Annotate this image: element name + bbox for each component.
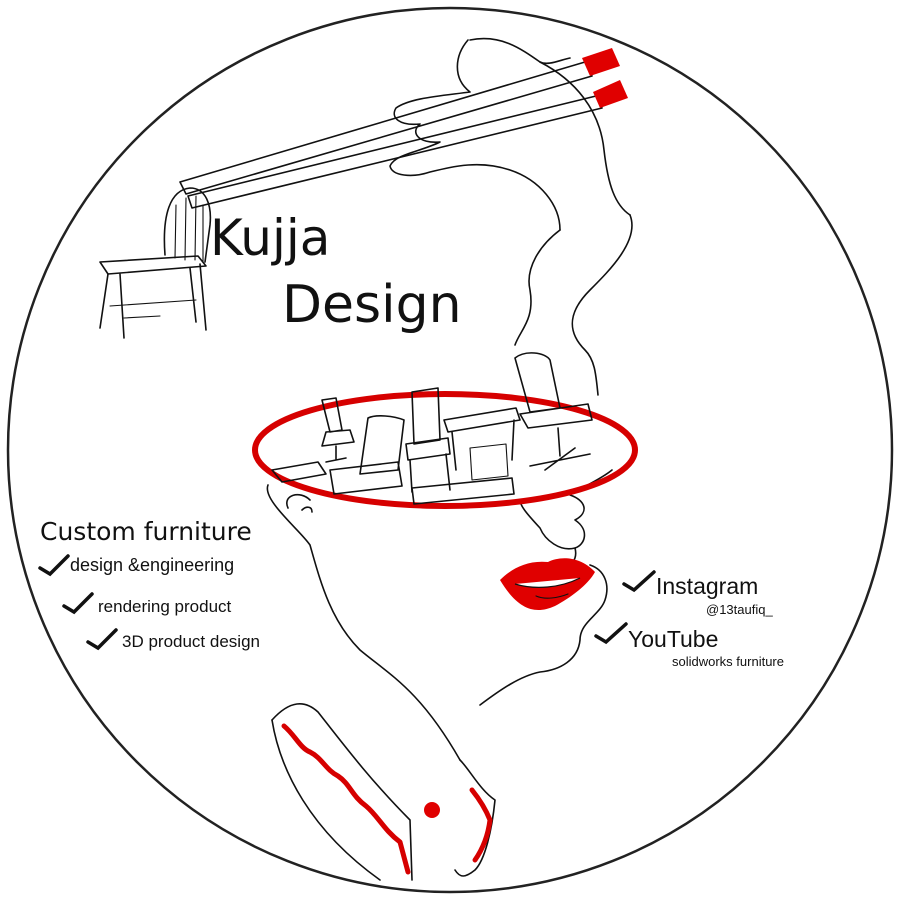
hand-illustration — [389, 37, 631, 231]
service-item-1: design &engineering — [38, 554, 234, 577]
services-heading: Custom furniture — [40, 517, 252, 546]
check-icon — [622, 570, 656, 593]
service-item-2: rendering product — [62, 592, 232, 616]
collar-illustration — [271, 703, 496, 881]
social-instagram: Instagram @13taufiq_ — [622, 570, 773, 617]
instagram-handle: @13taufiq_ — [706, 602, 773, 617]
check-icon — [38, 554, 70, 577]
check-icon — [62, 592, 94, 615]
head-ring — [252, 352, 638, 509]
service-item-label: design &engineering — [70, 555, 234, 575]
brand-name-line2: Design — [282, 275, 462, 335]
check-icon — [86, 628, 118, 651]
brand-name-line1: Kujja — [210, 209, 330, 267]
service-item-label: rendering product — [98, 597, 232, 616]
youtube-label: YouTube — [628, 626, 718, 652]
service-item-label: 3D product design — [122, 632, 260, 651]
button-icon — [424, 802, 440, 818]
instagram-label: Instagram — [656, 573, 758, 599]
youtube-channel: solidworks furniture — [672, 654, 784, 669]
check-icon — [594, 622, 628, 645]
chair-icon — [99, 187, 212, 339]
social-youtube: YouTube solidworks furniture — [594, 622, 784, 669]
furniture-collection-icon — [271, 352, 593, 505]
face-illustration — [266, 214, 633, 761]
service-item-3: 3D product design — [86, 628, 260, 651]
